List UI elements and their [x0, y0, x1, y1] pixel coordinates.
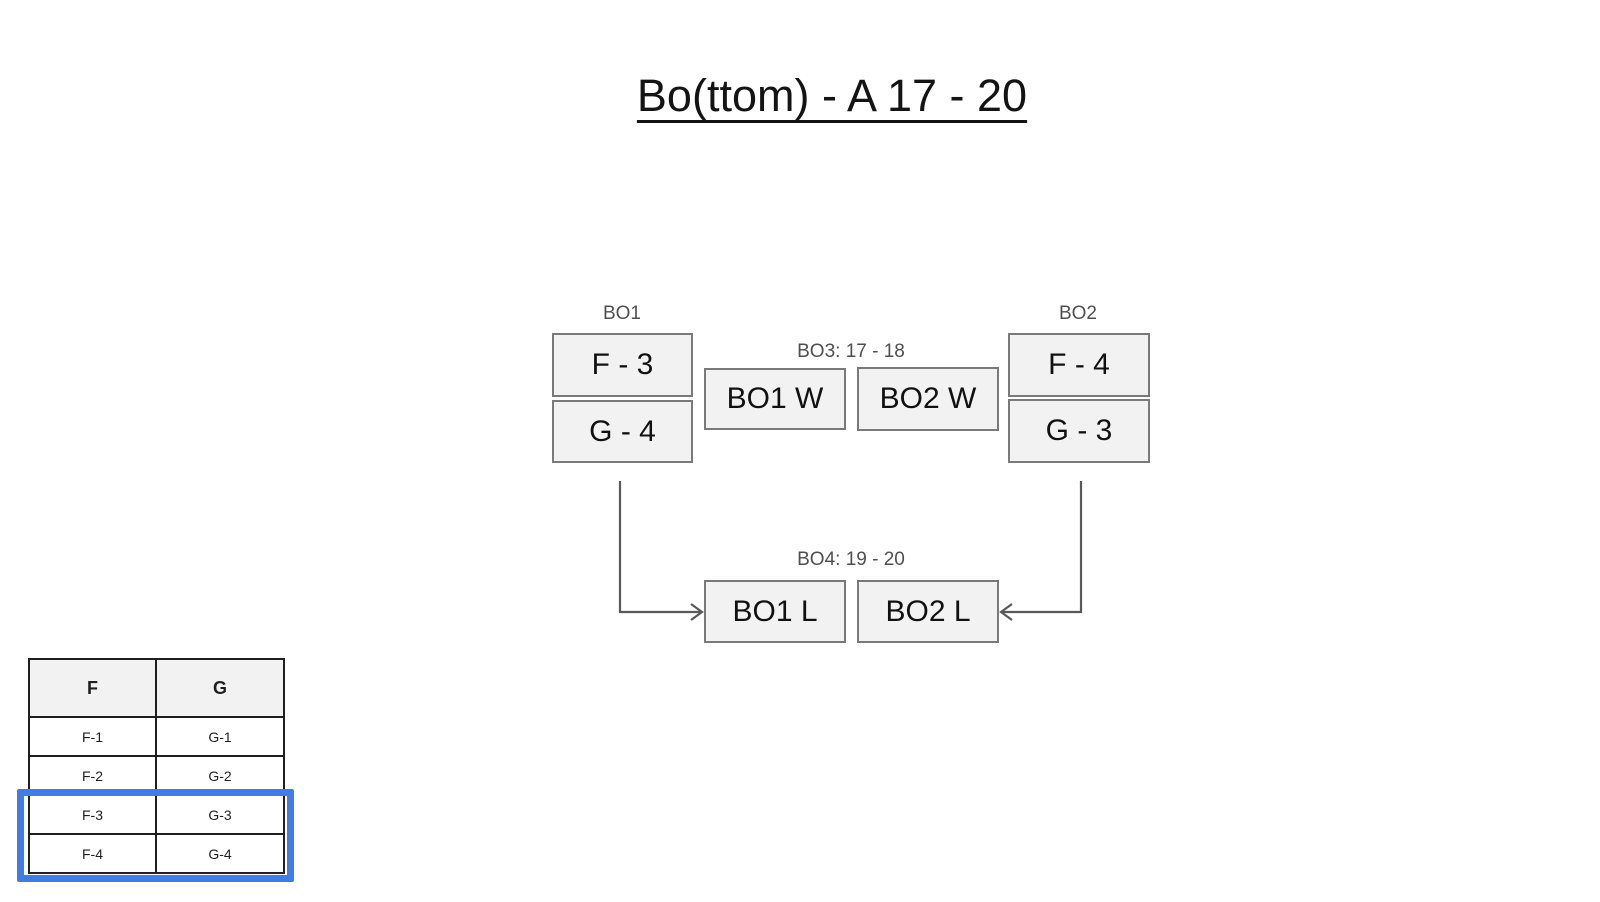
left-connector-line — [618, 481, 700, 614]
bo1-group-label: BO1 — [602, 303, 642, 324]
table-cell: G-2 — [155, 755, 285, 796]
right-connector-line — [1003, 481, 1083, 614]
table-cell: F-2 — [28, 755, 157, 796]
table-header-row: F G — [28, 658, 285, 718]
table-cell: F-1 — [28, 716, 157, 757]
bo2-group-label: BO2 — [1058, 303, 1098, 324]
bo1-f-box[interactable]: F - 3 — [552, 333, 693, 397]
bo2-f-box[interactable]: F - 4 — [1008, 333, 1150, 397]
page-title: Bo(ttom) - A 17 - 20 — [636, 70, 1028, 121]
bo4-bo2-loser-box[interactable]: BO2 L — [857, 580, 999, 643]
table-cell: G-1 — [155, 716, 285, 757]
left-connector-arrowhead-icon — [690, 603, 704, 621]
table-row[interactable]: F-1 G-1 — [28, 716, 285, 757]
table-cell: G-3 — [155, 794, 285, 835]
seed-table: F G F-1 G-1 F-2 G-2 F-3 G-3 F-4 G-4 — [28, 658, 285, 874]
table-header-g: G — [155, 658, 285, 718]
bo3-round-label: BO3: 17 - 18 — [797, 341, 905, 362]
table-cell: G-4 — [155, 833, 285, 874]
table-cell: F-3 — [28, 794, 157, 835]
bo3-bo1-winner-box[interactable]: BO1 W — [704, 368, 846, 430]
bo4-bo1-loser-box[interactable]: BO1 L — [704, 580, 846, 643]
right-connector-arrowhead-icon — [999, 603, 1013, 621]
bo3-bo2-winner-box[interactable]: BO2 W — [857, 367, 999, 431]
bo2-g-box[interactable]: G - 3 — [1008, 399, 1150, 463]
bo1-g-box[interactable]: G - 4 — [552, 400, 693, 463]
table-row[interactable]: F-2 G-2 — [28, 755, 285, 796]
table-row[interactable]: F-4 G-4 — [28, 833, 285, 874]
table-header-f: F — [28, 658, 157, 718]
table-row[interactable]: F-3 G-3 — [28, 794, 285, 835]
table-cell: F-4 — [28, 833, 157, 874]
bo4-round-label: BO4: 19 - 20 — [797, 549, 905, 570]
